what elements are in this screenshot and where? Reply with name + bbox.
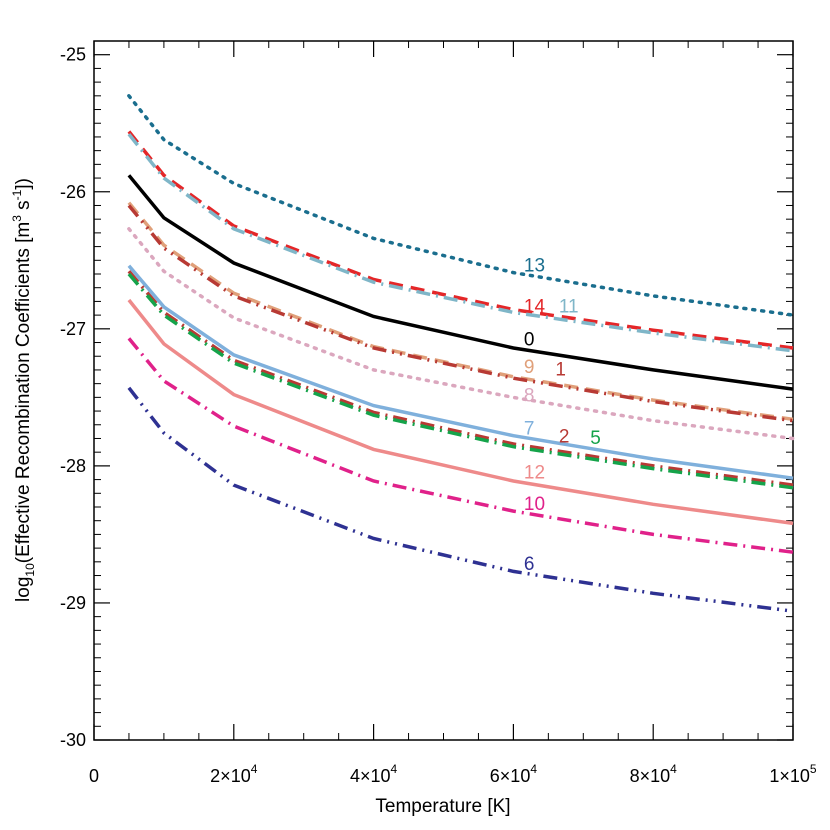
y-axis-label-main: (Effective Recombination Coefficients [m [13, 222, 34, 563]
series-label-1: 1 [555, 360, 566, 381]
x-tick-label: 1×105 [769, 762, 817, 786]
x-tick-label: 0 [89, 766, 99, 786]
series-line-5 [127, 272, 794, 490]
y-axis-label-sub: 10 [23, 563, 37, 577]
y-tick-label: -26 [60, 182, 86, 202]
x-tick-base: 6×10 [490, 766, 531, 786]
y-tick-label: -30 [60, 730, 86, 750]
series-label-13: 13 [524, 255, 545, 276]
series-label-12: 12 [524, 462, 545, 483]
x-tick-base: 4×10 [350, 766, 391, 786]
series-line-12 [127, 298, 794, 526]
y-axis-label-prefix: log [13, 577, 34, 602]
series-line-7 [127, 264, 794, 480]
series-line-13 [127, 94, 795, 317]
series-label-2: 2 [559, 427, 570, 448]
series-label-7: 7 [524, 419, 535, 440]
y-tick-label: -28 [60, 456, 86, 476]
y-axis-label-mid: s [13, 200, 34, 215]
x-tick-label: 2×104 [210, 762, 258, 786]
x-tick-exponent: 4 [251, 762, 258, 776]
x-tick-base: 0 [89, 766, 99, 786]
x-tick-label: 8×104 [630, 762, 678, 786]
x-tick-base: 1×10 [769, 766, 810, 786]
x-tick-base: 2×10 [210, 766, 251, 786]
series-line-11 [127, 133, 794, 353]
series-line-14 [127, 130, 794, 350]
series-label-8: 8 [524, 386, 535, 407]
series-label-5: 5 [590, 428, 601, 449]
series-line-0 [127, 174, 794, 391]
x-tick-base: 8×10 [630, 766, 671, 786]
series-lines [127, 94, 795, 613]
series-line-2 [127, 270, 794, 487]
series-label-0: 0 [524, 329, 535, 350]
series-line-1 [127, 204, 794, 423]
x-tick-exponent: 4 [530, 762, 537, 776]
y-tick-label: -27 [60, 319, 86, 339]
x-tick-exponent: 4 [391, 762, 398, 776]
x-tick-exponent: 5 [810, 762, 817, 776]
series-label-6: 6 [524, 554, 535, 575]
y-axis-label-sup2: -1 [10, 189, 24, 200]
series-line-10 [127, 337, 794, 554]
y-axis-label: log10(Effective Recombination Coefficien… [10, 178, 37, 602]
series-label-9: 9 [524, 357, 535, 378]
series-line-6 [127, 386, 794, 613]
series-label-10: 10 [524, 494, 545, 515]
y-tick-label: -25 [60, 45, 86, 65]
series-label-11: 11 [559, 297, 579, 318]
x-tick-label: 4×104 [350, 762, 398, 786]
series-label-14: 14 [524, 297, 546, 318]
x-tick-exponent: 4 [670, 762, 677, 776]
x-tick-label: 6×104 [490, 762, 538, 786]
plot-frame [93, 40, 794, 741]
y-axis-label-sup1: 3 [10, 215, 24, 222]
y-tick-label: -29 [60, 593, 86, 613]
series-line-8 [127, 227, 795, 441]
y-axis-label-end: ]) [13, 178, 34, 190]
x-axis-label: Temperature [K] [375, 796, 510, 817]
